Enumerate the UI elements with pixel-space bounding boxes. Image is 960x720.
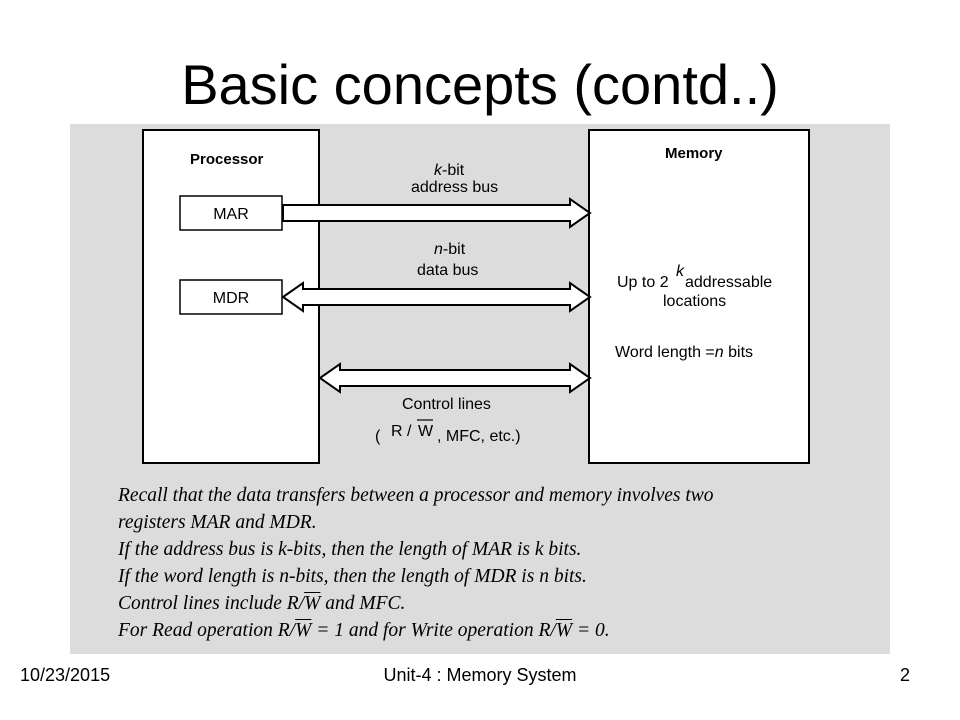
memory-capacity-line2: locations — [663, 293, 726, 310]
notes-line-5-a: Control lines include R/ — [118, 593, 305, 614]
notes-line-6-c: = 0. — [572, 620, 610, 641]
notes-line-5-w: W — [304, 593, 321, 614]
footer-title: Unit-4 : Memory System — [383, 665, 577, 685]
control-slash: / — [407, 423, 412, 440]
notes-text: Recall that the data transfers between a… — [118, 482, 888, 644]
footer-date: 10/23/2015 — [20, 665, 111, 685]
notes-line-6-w2: W — [555, 620, 573, 641]
notes-line-6-b: = 1 and for Write operation R/ — [311, 620, 556, 641]
address-bus-arrow — [282, 197, 592, 229]
memory-label: Memory — [665, 145, 723, 162]
mdr-label: MDR — [213, 290, 249, 307]
notes-line-6-w1: W — [295, 620, 312, 641]
control-w-label: W — [418, 423, 434, 440]
memory-capacity-exponent: k — [676, 263, 685, 280]
control-open-paren: ( — [375, 428, 381, 445]
control-lines-arrow — [318, 362, 592, 394]
notes-line-2: registers MAR and MDR. — [118, 512, 317, 533]
data-bus-arrow — [281, 281, 592, 313]
footer-page-number: 2 — [899, 665, 910, 685]
notes-line-3: If the address bus is k-bits, then the l… — [118, 539, 582, 560]
word-length-prefix: Word length = — [615, 344, 715, 361]
address-bus-label: address bus — [411, 179, 498, 196]
data-bus-width-suffix: -bit — [443, 241, 466, 258]
data-bus-width-var: n — [434, 241, 443, 258]
control-lines-label: Control lines — [402, 396, 491, 413]
notes-line-6: For Read operation R/W = 1 and for Write… — [118, 617, 888, 644]
notes-line-6-a: For Read operation R/ — [118, 620, 296, 641]
data-bus-label: data bus — [417, 262, 478, 279]
word-length-suffix: bits — [724, 344, 753, 361]
memory-box — [588, 129, 810, 464]
mar-label: MAR — [213, 206, 249, 223]
notes-line-1: Recall that the data transfers between a… — [118, 485, 714, 506]
processor-label: Processor — [190, 151, 264, 168]
control-r-label: R — [391, 423, 403, 440]
slide-title: Basic concepts (contd..) — [181, 53, 779, 116]
memory-capacity-suffix: addressable — [685, 274, 772, 291]
address-bus-width-label: k-bit — [434, 162, 465, 179]
notes-line-5-b: and MFC. — [320, 593, 406, 614]
word-length-var: n — [715, 344, 724, 361]
memory-capacity-prefix: Up to 2 — [617, 274, 669, 291]
address-bus-width-var: k — [434, 162, 443, 179]
notes-line-5: Control lines include R/W and MFC. — [118, 590, 888, 617]
notes-line-4: If the word length is n-bits, then the l… — [118, 566, 587, 587]
mdr-register — [179, 279, 283, 315]
control-rest-label: , MFC, etc.) — [437, 428, 521, 445]
data-bus-width-label: n-bit — [434, 241, 466, 258]
address-bus-width-suffix: -bit — [442, 162, 465, 179]
word-length-label: Word length =n bits — [615, 344, 753, 361]
